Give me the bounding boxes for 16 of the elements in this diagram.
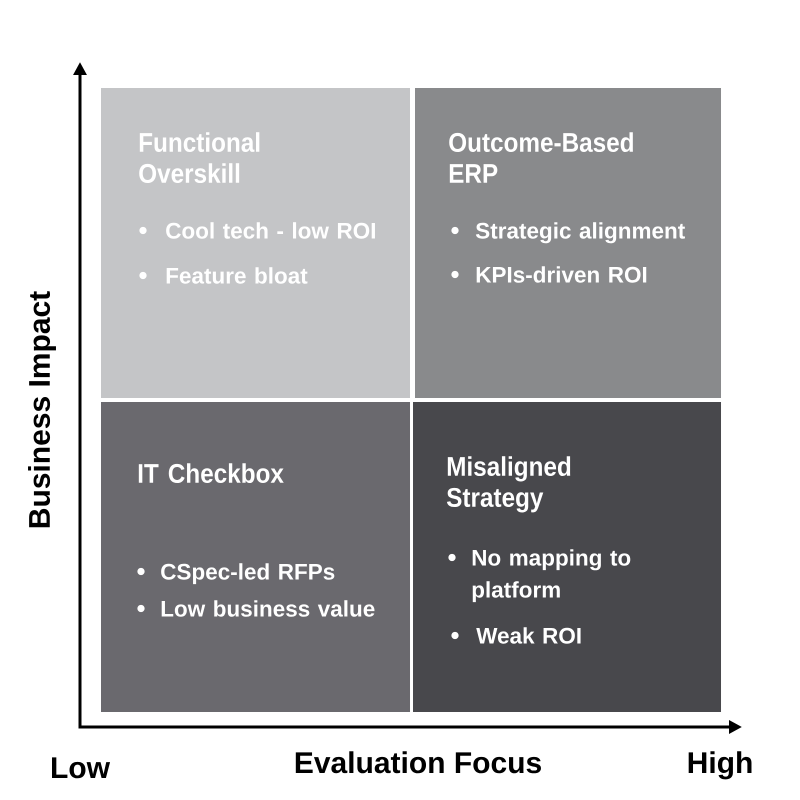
scale-label: High: [688, 751, 752, 780]
bullet-text: Weak ROI: [476, 627, 581, 644]
bullet-text: Low business value: [162, 600, 374, 617]
bullet-text: KPIs-driven ROI: [476, 266, 646, 283]
axis-label: Business Impact: [28, 291, 56, 528]
bullet-text: Feature bloat: [166, 267, 308, 284]
bullet-text: No mapping to platform: [472, 549, 630, 602]
axis-label: Evaluation Focus: [296, 751, 541, 774]
scale-label: Low: [52, 757, 110, 778]
bullet-text: CSpec-led RFPs: [161, 563, 334, 584]
quadrant-heading: IT Checkbox: [138, 463, 284, 484]
bullet-text: Strategic alignment: [476, 222, 685, 244]
quadrant-heading: Functional Overskill: [139, 132, 260, 184]
quadrant-heading: Outcome-Based ERP: [449, 132, 633, 183]
quadrant-heading: Misaligned Strategy: [446, 456, 570, 512]
bullet-text: Cool tech - low ROI: [166, 222, 375, 239]
